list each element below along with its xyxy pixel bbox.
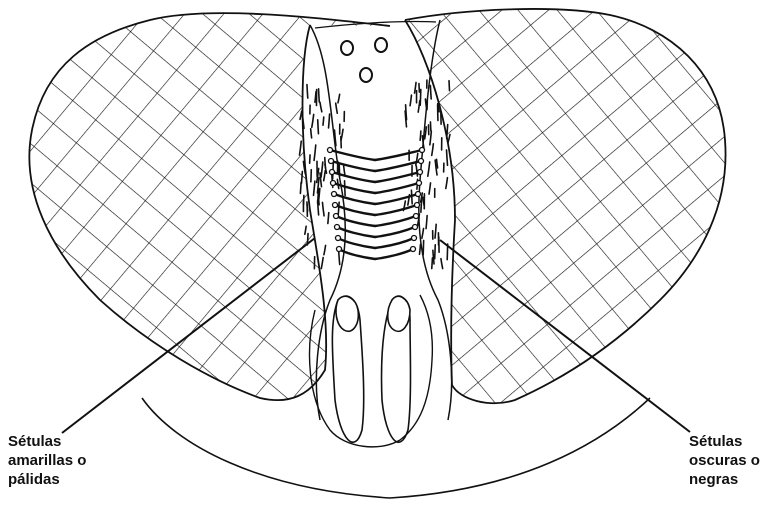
bristle-socket [335, 225, 340, 230]
bristle-socket [336, 236, 341, 241]
label-left-line-2: amarillas o [8, 451, 86, 470]
bristle-socket [416, 192, 421, 197]
frontal-bristle [375, 150, 422, 160]
setula [406, 105, 407, 120]
setula [428, 162, 430, 176]
bristle-socket [332, 192, 337, 197]
setula [437, 159, 438, 168]
setula [435, 245, 436, 259]
setula [430, 131, 431, 145]
setula [422, 228, 424, 238]
frontal-bristle [375, 205, 417, 215]
frontal-bristle [338, 238, 375, 248]
setula [314, 145, 316, 160]
bristle-socket [337, 247, 342, 252]
setula [311, 129, 312, 138]
setula [324, 245, 326, 254]
setulae-group [299, 80, 449, 269]
frontal-bristle [375, 238, 414, 248]
setula [441, 259, 443, 269]
setula [323, 117, 324, 125]
setula [432, 144, 434, 156]
frontal-bristle [375, 227, 415, 237]
frontal-bristle [337, 227, 375, 237]
label-yellow-setulae: Sétulas amarillas o pálidas [8, 432, 86, 489]
bristle-socket [420, 148, 425, 153]
bristle-socket [417, 181, 422, 186]
frontal-bristle [375, 249, 413, 259]
frontal-bristle [334, 194, 375, 204]
ocelli [341, 38, 387, 82]
label-dark-setulae: Sétulas oscuras o negras [689, 432, 760, 489]
setula [318, 120, 319, 134]
bristle-socket [329, 159, 334, 164]
bristle-socket [412, 236, 417, 241]
setula [329, 114, 330, 128]
setula [425, 99, 426, 108]
setula [338, 94, 340, 103]
bristle-socket [414, 214, 419, 219]
bristle-socket [328, 148, 333, 153]
frontal-bristle [375, 161, 421, 171]
setula [421, 197, 422, 213]
right-compound-eye [390, 0, 783, 420]
frontal-bristle [332, 172, 375, 182]
label-left-line-3: pálidas [8, 470, 86, 489]
setula [328, 213, 329, 224]
label-left-line-1: Sétulas [8, 432, 86, 451]
bristle-socket [333, 203, 338, 208]
setula [320, 102, 322, 112]
setula [418, 101, 420, 112]
bristle-socket [411, 247, 416, 252]
bristle-socket [334, 214, 339, 219]
setula [324, 171, 326, 181]
setula [312, 114, 314, 127]
setula [435, 224, 436, 238]
frontal-bristle [375, 172, 420, 182]
bristle-socket [419, 159, 424, 164]
setula [429, 183, 431, 194]
setula [447, 150, 448, 165]
setula [426, 215, 427, 228]
bristle-socket [330, 170, 335, 175]
setula [321, 258, 323, 269]
setula [419, 244, 420, 254]
setula [446, 178, 448, 189]
frontal-bristle [375, 216, 416, 226]
setula [410, 95, 411, 106]
setula [307, 85, 308, 99]
setula [301, 171, 302, 183]
setula [300, 183, 301, 194]
setula [322, 202, 324, 215]
frontal-stripe [310, 20, 452, 420]
setula [321, 162, 323, 177]
bristle-socket [418, 170, 423, 175]
face-outline [310, 295, 433, 447]
setula [433, 250, 434, 264]
setula [318, 201, 319, 215]
label-right-line-2: oscuras o [689, 451, 760, 470]
setula [336, 103, 338, 113]
setula [307, 202, 308, 211]
setula [430, 85, 431, 99]
frontal-bristle [375, 183, 419, 193]
antennae [332, 296, 410, 442]
setula [345, 181, 346, 196]
frontal-bristle [336, 216, 375, 226]
frontal-bristles [328, 148, 425, 260]
setula [339, 251, 340, 264]
frontal-bristle [335, 205, 375, 215]
setula [319, 89, 320, 102]
setula [432, 258, 433, 269]
setula [447, 124, 448, 138]
bristle-socket [331, 181, 336, 186]
bristle-socket [413, 225, 418, 230]
label-right-line-1: Sétulas [689, 432, 760, 451]
bristle-socket [415, 203, 420, 208]
setula [420, 131, 421, 140]
label-right-line-3: negras [689, 470, 760, 489]
setula [313, 181, 314, 195]
